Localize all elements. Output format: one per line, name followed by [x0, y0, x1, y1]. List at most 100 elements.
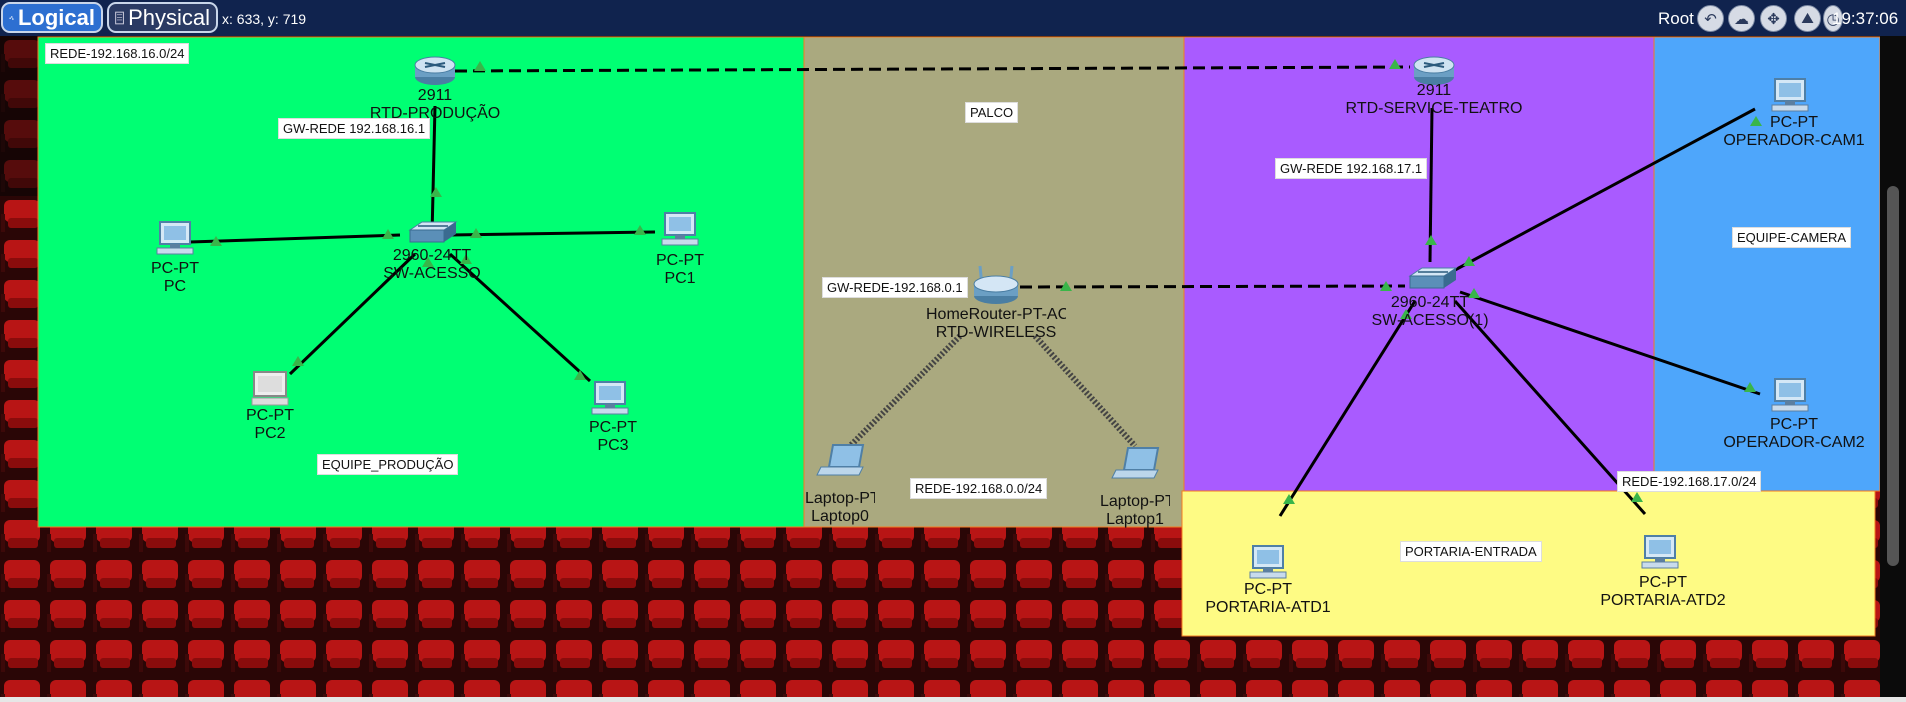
- clock-icon[interactable]: ◷: [1823, 5, 1843, 32]
- device-label-rtd-producao[interactable]: 2911 RTD-PRODUÇÃO: [370, 87, 500, 123]
- logical-icon: [9, 15, 14, 20]
- area-portaria[interactable]: [1181, 490, 1876, 637]
- cable-sw1-atd1: [1278, 300, 1417, 517]
- clock-display: 19:37:06: [1832, 9, 1899, 28]
- device-model: PC-PT: [656, 252, 704, 269]
- cable-sw-pc2: [288, 252, 417, 376]
- network-label-gw-0: GW-REDE-192.168.0.1: [822, 277, 968, 298]
- pc-icon-portaria-atd2[interactable]: [1641, 535, 1679, 569]
- device-label-portaria-atd2[interactable]: PC-PT PORTARIA-ATD2: [1600, 574, 1725, 610]
- device-label-rtd-service[interactable]: 2911 RTD-SERVICE-TEATRO: [1346, 82, 1523, 118]
- back-icon[interactable]: ↶: [1697, 5, 1724, 32]
- wireless-link-laptop0: [847, 333, 963, 449]
- device-label-operador-cam1[interactable]: PC-PT OPERADOR-CAM1: [1723, 114, 1864, 150]
- device-label-pc[interactable]: PC-PT PC: [151, 260, 199, 296]
- physical-icon: [115, 11, 124, 24]
- cable-sw-pc1: [449, 230, 656, 237]
- pc-icon-operador-cam2[interactable]: [1771, 378, 1809, 412]
- cloud-icon[interactable]: ☁: [1728, 5, 1755, 32]
- device-model: PC-PT: [1243, 581, 1292, 598]
- link-rtd-producao-service: [454, 65, 1411, 73]
- device-model: Laptop-PT: [1100, 493, 1170, 510]
- network-label-gw-16: GW-REDE 192.168.16.1: [278, 118, 431, 139]
- pc-icon-pc2[interactable]: [251, 371, 289, 406]
- pc-icon-operador-cam1[interactable]: [1771, 78, 1809, 112]
- device-model: Laptop-PT: [805, 490, 875, 507]
- device-name: PORTARIA-ATD2: [1600, 592, 1726, 609]
- router-icon-rtd-service[interactable]: [1413, 56, 1455, 86]
- wireless-link-laptop1: [1032, 333, 1138, 449]
- horizontal-scrollbar[interactable]: [0, 697, 1906, 702]
- device-model: PC-PT: [1769, 114, 1818, 131]
- cable-sw1-cam2: [1459, 290, 1761, 396]
- pc-icon-pc3[interactable]: [591, 381, 629, 415]
- vertical-scrollbar-thumb[interactable]: [1887, 186, 1899, 566]
- pc-icon-portaria-atd1[interactable]: [1249, 545, 1287, 579]
- network-label-rede-0: REDE-192.168.0.0/24: [910, 478, 1048, 499]
- device-model: 2960-24TT: [1390, 294, 1470, 311]
- area-label-equipe-camera: EQUIPE-CAMERA: [1732, 227, 1852, 248]
- device-name: Laptop1: [1106, 511, 1164, 528]
- device-name: SW-ACESSO(1): [1371, 312, 1489, 329]
- device-model: PC-PT: [1769, 416, 1818, 433]
- cable-sw1-cam1: [1454, 107, 1756, 272]
- device-model: HomeRouter-PT-AC: [926, 306, 1066, 323]
- cable-sw-pc: [189, 233, 401, 244]
- device-model: PC-PT: [246, 407, 294, 424]
- device-name: PC3: [597, 437, 629, 454]
- pc-icon-pc[interactable]: [156, 221, 194, 255]
- cable-group: [189, 105, 1761, 517]
- landscape-icon[interactable]: ⛰: [1794, 5, 1821, 32]
- device-label-pc1[interactable]: PC-PT PC1: [656, 252, 704, 288]
- device-name: RTD-SERVICE-TEATRO: [1345, 100, 1523, 117]
- device-model: 2911: [417, 87, 453, 104]
- device-model: 2960-24TT: [392, 247, 472, 264]
- device-model: PC-PT: [151, 260, 199, 277]
- device-name: RTD-WIRELESS: [935, 324, 1057, 341]
- device-label-rtd-wireless[interactable]: HomeRouter-PT-AC RTD-WIRELESS: [926, 306, 1066, 342]
- device-label-operador-cam2[interactable]: PC-PT OPERADOR-CAM2: [1723, 416, 1864, 452]
- device-model: 2911: [1416, 82, 1452, 99]
- cable-sw1-atd2: [1453, 300, 1647, 515]
- device-label-sw-acesso1[interactable]: 2960-24TT SW-ACESSO(1): [1371, 294, 1488, 330]
- device-label-laptop1[interactable]: Laptop-PT Laptop1: [1100, 493, 1170, 529]
- device-name: Laptop0: [811, 508, 869, 525]
- device-label-pc3[interactable]: PC-PT PC3: [589, 419, 637, 455]
- device-label-sw-acesso[interactable]: 2960-24TT SW-ACESSO: [383, 247, 481, 283]
- router-icon-rtd-producao[interactable]: [414, 56, 456, 86]
- link-status-indicators: [210, 59, 1762, 504]
- physical-view-button[interactable]: Physical: [107, 2, 218, 33]
- device-name: PC: [163, 278, 187, 295]
- device-name: SW-ACESSO: [383, 265, 481, 282]
- device-name: RTD-PRODUÇÃO: [369, 105, 501, 122]
- area-service[interactable]: [1183, 36, 1655, 492]
- root-label[interactable]: Root: [1658, 9, 1694, 28]
- vertical-scrollbar[interactable]: [1880, 36, 1906, 697]
- device-label-laptop0[interactable]: Laptop-PT Laptop0: [805, 490, 875, 526]
- area-label-palco: PALCO: [965, 102, 1019, 123]
- network-label-rede-17: REDE-192.168.17.0/24: [1617, 471, 1762, 492]
- device-label-portaria-atd1[interactable]: PC-PT PORTARIA-ATD1: [1205, 581, 1330, 617]
- cursor-coordinates: x: 633, y: 719: [222, 11, 307, 27]
- device-name: PC2: [254, 425, 286, 442]
- cable-sw-pc3: [448, 252, 592, 383]
- top-toolbar: Logical Physical x: 633, y: 719 Root ↶ ☁…: [0, 0, 1906, 36]
- dashed-links: [454, 65, 1411, 289]
- logical-view-button[interactable]: Logical: [1, 2, 103, 33]
- device-name: OPERADOR-CAM1: [1723, 132, 1865, 149]
- device-label-pc2[interactable]: PC-PT PC2: [246, 407, 294, 443]
- device-model: PC-PT: [589, 419, 637, 436]
- cable-rtd-producao-sw: [430, 105, 437, 237]
- area-camera[interactable]: [1653, 36, 1881, 492]
- device-name: PORTARIA-ATD1: [1205, 599, 1331, 616]
- device-model: PC-PT: [1638, 574, 1687, 591]
- move-icon[interactable]: ✥: [1760, 5, 1787, 32]
- network-label-rede-16: REDE-192.168.16.0/24: [45, 43, 190, 64]
- network-label-gw-17: GW-REDE 192.168.17.1: [1275, 158, 1428, 179]
- physical-view-label: Physical: [128, 4, 210, 30]
- link-wireless-sw1: [1019, 284, 1406, 289]
- pc-icon-pc1[interactable]: [661, 212, 699, 246]
- logical-workspace[interactable]: REDE-192.168.16.0/24 GW-REDE 192.168.16.…: [0, 36, 1906, 702]
- device-name: PC1: [664, 270, 696, 287]
- area-label-equipe-producao: EQUIPE_PRODUÇÃO: [317, 454, 459, 475]
